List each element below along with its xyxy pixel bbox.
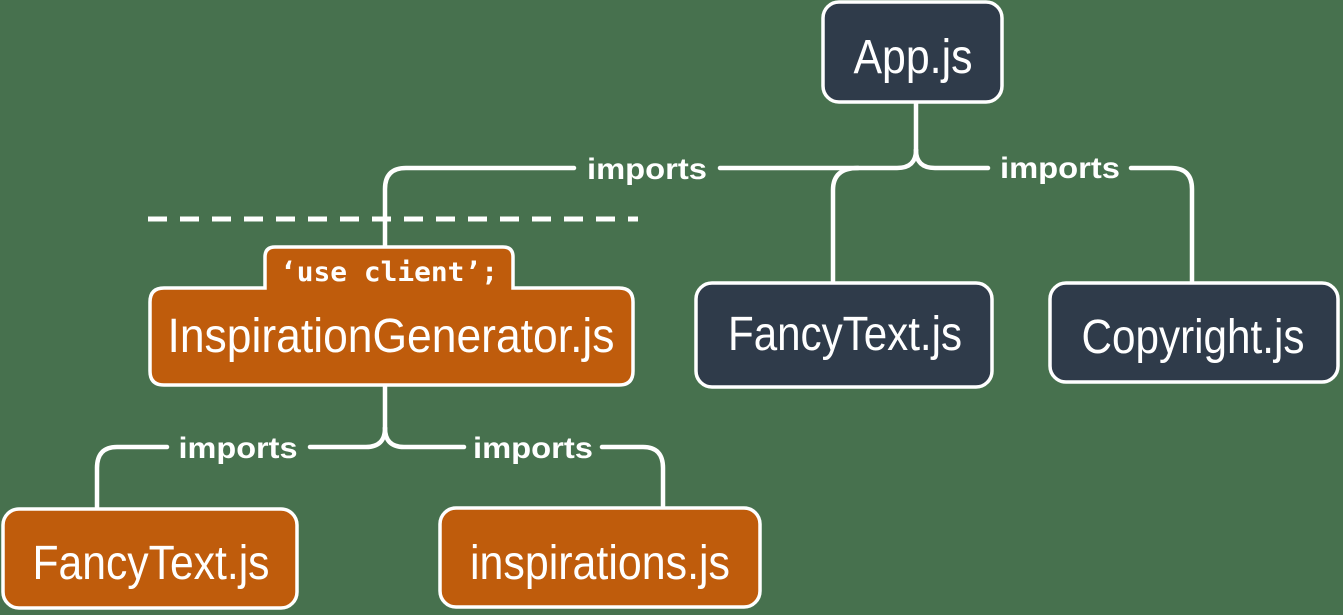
edge-label-inspiration-generator-to-inspirations: imports [473,432,593,465]
node-inspirations-box [438,506,762,609]
node-fancy-text-server-label: FancyText.js [728,308,962,361]
edge-inspiration-generator-to-fancy-text-client [94,444,170,510]
node-copyright-label: Copyright.js [1082,311,1305,364]
node-inspirations: inspirations.js [438,506,762,609]
node-inspiration-generator-box [148,245,635,387]
node-fancy-text-server: FancyText.js [694,281,994,389]
edge-label-inspiration-generator-to-fancy-text: imports [179,432,298,465]
node-fancy-text-client-box [1,507,299,610]
edge-label-app-to-copyright: imports [1000,152,1120,185]
node-inspiration-generator-label: InspirationGenerator.js [168,310,615,363]
edge-labels: imports imports imports imports [179,152,1121,465]
edge-inspiration-generator-right-arm [382,425,467,450]
edge-label-app-to-inspiration-generator: imports [587,153,707,186]
node-fancy-text-client: FancyText.js [1,507,299,610]
node-fancy-text-server-box [694,281,994,389]
node-copyright: Copyright.js [1048,281,1340,384]
node-inspiration-generator: ‘use client’; InspirationGenerator.js [148,245,635,387]
node-app-box [821,0,1004,104]
node-app: App.js [821,0,1004,104]
node-copyright-box [1048,281,1340,384]
node-inspirations-label: inspirations.js [470,537,730,590]
edge-lines [94,99,1195,510]
node-app-label: App.js [854,31,973,84]
node-fancy-text-client-label: FancyText.js [33,537,270,590]
edge-app-to-fancy-text-server [830,165,861,284]
edge-app-right-arm [913,147,991,171]
edge-app-to-copyright [1128,165,1195,284]
use-client-directive-label: ‘use client’; [280,257,498,288]
edge-inspiration-generator-to-inspirations [599,444,666,509]
edge-app-to-inspiration-generator [382,165,577,252]
